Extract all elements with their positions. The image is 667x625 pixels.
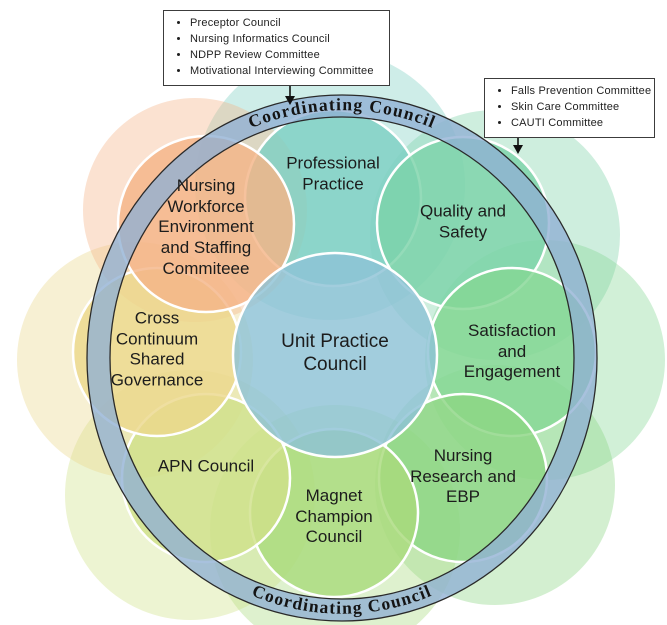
ring-outer-edge [86, 94, 598, 622]
callout-right-item: Skin Care Committee [511, 100, 654, 116]
callout-left: Preceptor Council Nursing Informatics Co… [163, 10, 390, 86]
circle-unit-practice-council [231, 251, 439, 459]
callout-right-arrow-head [513, 145, 523, 154]
council-circles [71, 108, 598, 599]
callout-left-list: Preceptor Council Nursing Informatics Co… [164, 16, 389, 80]
callout-left-arrow-head [285, 96, 295, 105]
callout-left-item: Motivational Interviewing Committee [190, 64, 389, 80]
callout-right-list: Falls Prevention Committee Skin Care Com… [485, 84, 654, 132]
coordinating-council-ring [86, 94, 598, 622]
callout-right-item: CAUTI Committee [511, 116, 654, 132]
ring-band [87, 95, 597, 621]
callout-left-item: Preceptor Council [190, 16, 389, 32]
callout-left-item: Nursing Informatics Council [190, 32, 389, 48]
ring-inner-edge [109, 116, 575, 600]
callout-right-item: Falls Prevention Committee [511, 84, 654, 100]
callout-left-item: NDPP Review Committee [190, 48, 389, 64]
callout-right: Falls Prevention Committee Skin Care Com… [484, 78, 655, 138]
